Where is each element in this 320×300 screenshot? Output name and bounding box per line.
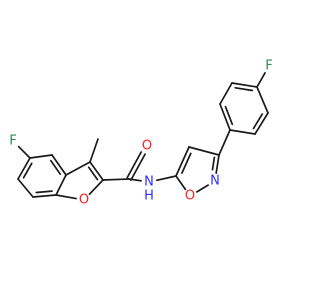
bond-5-0 [55,174,67,196]
bond-22-25 [256,72,266,88]
bond-21-22 [231,82,258,88]
bond-0-1-inner [49,159,62,176]
bond-1-2 [29,154,53,159]
bond-23-24-inner [252,113,264,130]
bond-6-7 [89,161,104,181]
bond-9-5 [55,194,77,200]
bond-6-7-inner [87,166,99,181]
bond-4-5-inner [35,190,53,194]
atom-label-o-12: O [142,139,152,154]
background [0,0,300,300]
bond-16-19 [218,129,231,156]
bond-23-24 [254,112,269,135]
bond-2-10 [17,145,31,159]
bond-7-11 [102,178,130,181]
atom-label-n-17: N [210,174,220,189]
bond-18-14 [175,175,187,191]
bond-3-4 [17,178,34,198]
bond-14-15 [175,146,190,177]
bond-16-17 [215,154,220,174]
atom-label-hydrogen-13: H [144,189,154,204]
atom-label-o-9: O [79,193,89,208]
bond-2-3 [17,157,31,180]
bond-22-23 [256,86,269,114]
bond-7-9 [88,179,104,196]
atom-label-o-18: O [185,189,195,204]
atom-label-f-10: F [9,134,16,149]
atom-label-n-13: N [144,175,154,190]
bond-14-15-inner [181,152,192,174]
bond-24-19 [229,129,256,135]
bond-layer [17,72,269,200]
bond-20-21 [219,82,233,105]
bond-11-13 [128,178,142,182]
bond-19-20 [219,103,231,131]
bond-21-22-inner [234,86,254,92]
atom-label-f-25: F [265,59,272,74]
bond-11-12 [130,153,146,181]
bond-15-16 [188,146,220,156]
bond-6-8 [89,138,99,163]
bond-17-18 [196,184,209,193]
bond-4-5 [32,194,57,198]
bond-11-12-second [126,151,143,179]
bond-16-17-inner [211,156,216,171]
bond-0-6 [65,161,91,176]
bond-0-1 [51,154,67,176]
bond-19-20-inner [224,105,234,126]
bond-2-3-inner [22,162,33,179]
bond-13-14 [155,175,177,182]
